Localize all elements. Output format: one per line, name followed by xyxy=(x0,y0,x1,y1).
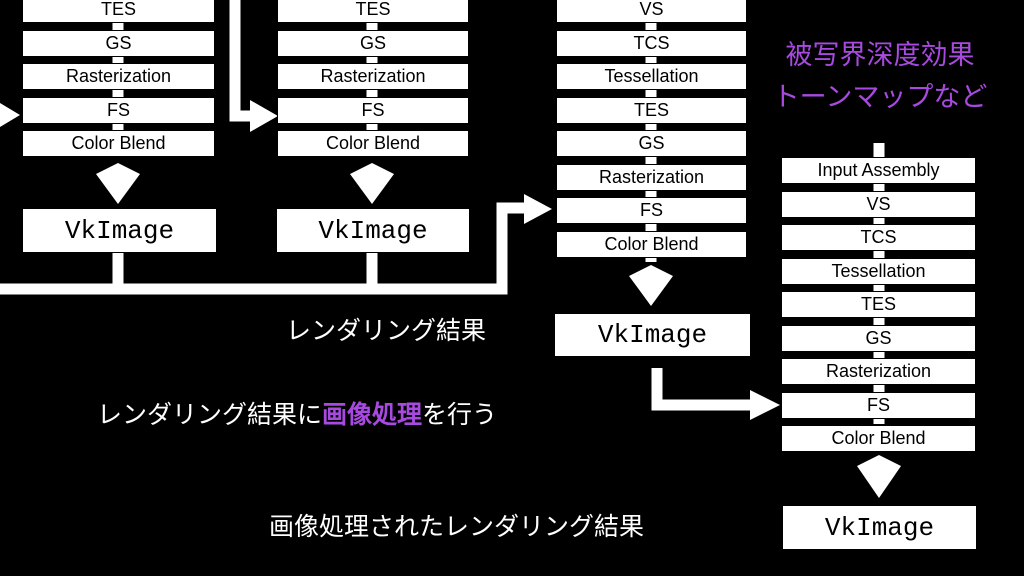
pipeline-2-stage: Color Blend xyxy=(277,130,469,157)
pipeline-4-stage: FS xyxy=(781,391,976,419)
connector-images-to-pipeline3 xyxy=(0,202,526,295)
arrow-into-pipeline4 xyxy=(750,390,780,420)
connector-pipeline1-to-pipeline2 xyxy=(229,0,252,122)
pipeline-3-stage: Color Blend xyxy=(556,230,747,258)
pipeline-3-stage: Rasterization xyxy=(556,163,747,191)
effects-note: 被写界深度効果 トーンマップなど xyxy=(750,35,1010,119)
processed-result-label: 画像処理されたレンダリング結果 xyxy=(269,512,645,541)
pipeline-4-stage: Color Blend xyxy=(781,425,976,452)
pipeline-4-stage: Rasterization xyxy=(781,358,976,385)
pipeline-2-vkimage: VkImage xyxy=(276,208,470,253)
pipeline-3-stage: FS xyxy=(556,197,747,224)
effects-note-line2: トーンマップなど xyxy=(772,82,988,113)
pipeline-2-stage: TES xyxy=(277,0,469,23)
pipeline-3-stage: GS xyxy=(556,130,747,157)
image-processing-caption: レンダリング結果に画像処理を行う xyxy=(97,402,497,427)
pipeline-1-stage: Color Blend xyxy=(22,130,215,157)
pipeline-1-stage: TES xyxy=(22,0,215,23)
caption-prefix: レンダリング結果に xyxy=(97,400,323,429)
pipeline-1-stage: FS xyxy=(22,96,215,124)
pipeline-3-stage: TCS xyxy=(556,29,747,57)
pipeline-3-vkimage: VkImage xyxy=(554,313,751,357)
pipeline-3-stage: Tessellation xyxy=(556,63,747,90)
pipeline-4-stage: GS xyxy=(781,324,976,352)
arrow-pipeline2-to-image xyxy=(350,163,394,204)
pipeline-4-stage: TCS xyxy=(781,224,976,251)
pipeline-2-stage: FS xyxy=(277,96,469,124)
render-result-label: レンダリング結果 xyxy=(286,316,487,345)
caption-suffix: を行う xyxy=(422,400,498,429)
pipeline-3-stage: VS xyxy=(556,0,747,23)
pipeline-2-stage: Rasterization xyxy=(277,63,469,90)
arrow-pipeline1-to-image xyxy=(96,163,140,204)
pipeline-3-stage: TES xyxy=(556,96,747,124)
pipeline-2-stage: GS xyxy=(277,29,469,57)
arrow-into-pipeline3 xyxy=(524,194,552,224)
arrow-into-pipeline1 xyxy=(0,103,20,127)
arrow-pipeline3-to-image xyxy=(629,265,673,306)
arrow-into-pipeline2 xyxy=(250,100,278,132)
pipeline-4-stage: TES xyxy=(781,291,976,318)
connector-image3-to-pipeline4 xyxy=(651,368,752,411)
pipeline-4-stage: Tessellation xyxy=(781,257,976,285)
arrow-pipeline4-to-image xyxy=(857,455,901,498)
pipeline-4-vkimage: VkImage xyxy=(782,505,977,550)
pipeline-4-stage: VS xyxy=(781,190,976,218)
pipeline-1-stage: Rasterization xyxy=(22,63,215,90)
pipeline-1-stage: GS xyxy=(22,29,215,57)
pipeline-4-stage: Input Assembly xyxy=(781,157,976,184)
caption-highlight: 画像処理 xyxy=(322,400,423,429)
pipeline-1-vkimage: VkImage xyxy=(22,208,217,253)
effects-note-line1: 被写界深度効果 xyxy=(785,40,975,71)
